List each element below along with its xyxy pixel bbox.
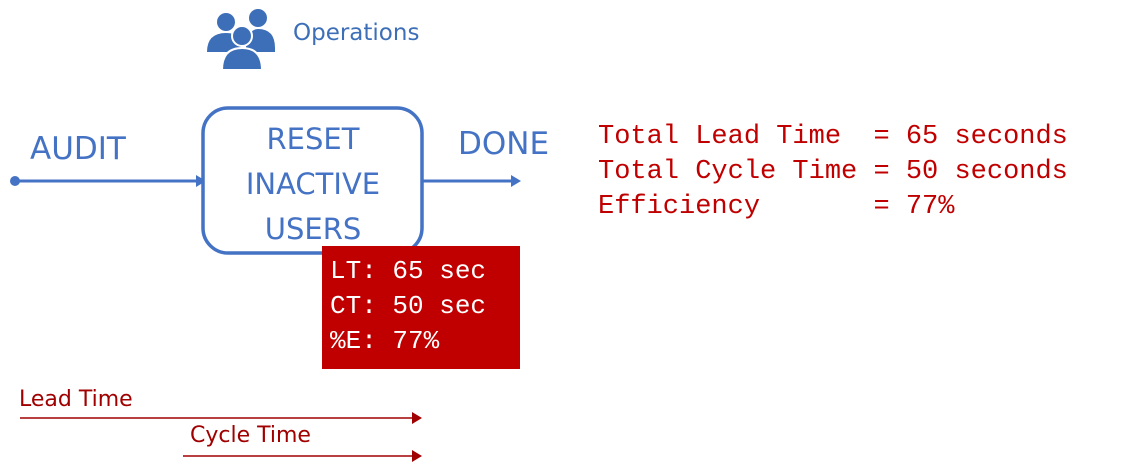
process-title-line: INACTIVE <box>245 167 381 201</box>
process-metrics-box: LT: 65 sec CT: 50 sec %E: 77% <box>322 246 520 369</box>
cycle-time-arrow <box>183 450 422 462</box>
efficiency-metric: %E: 77% <box>330 326 440 356</box>
summary-cycle-time: Total Cycle Time = 50 seconds <box>598 157 1068 187</box>
team-icon <box>207 9 275 71</box>
cycle-time-label: Cycle Time <box>190 423 311 448</box>
summary-efficiency: Efficiency = 77% <box>598 192 955 222</box>
lead-time-label: Lead Time <box>19 387 133 412</box>
output-label: DONE <box>458 126 550 162</box>
group-label: Operations <box>293 20 420 46</box>
input-arrow <box>10 175 206 187</box>
process-title-line: USERS <box>264 212 362 246</box>
output-arrow <box>422 175 521 187</box>
process-title-line: RESET <box>266 122 360 156</box>
input-label: AUDIT <box>30 131 126 167</box>
lead-time-metric: LT: 65 sec <box>330 256 487 286</box>
lead-time-arrow <box>20 412 422 424</box>
summary-lead-time: Total Lead Time = 65 seconds <box>598 122 1068 152</box>
process-title: RESET INACTIVE USERS <box>206 117 420 252</box>
cycle-time-metric: CT: 50 sec <box>330 291 487 321</box>
